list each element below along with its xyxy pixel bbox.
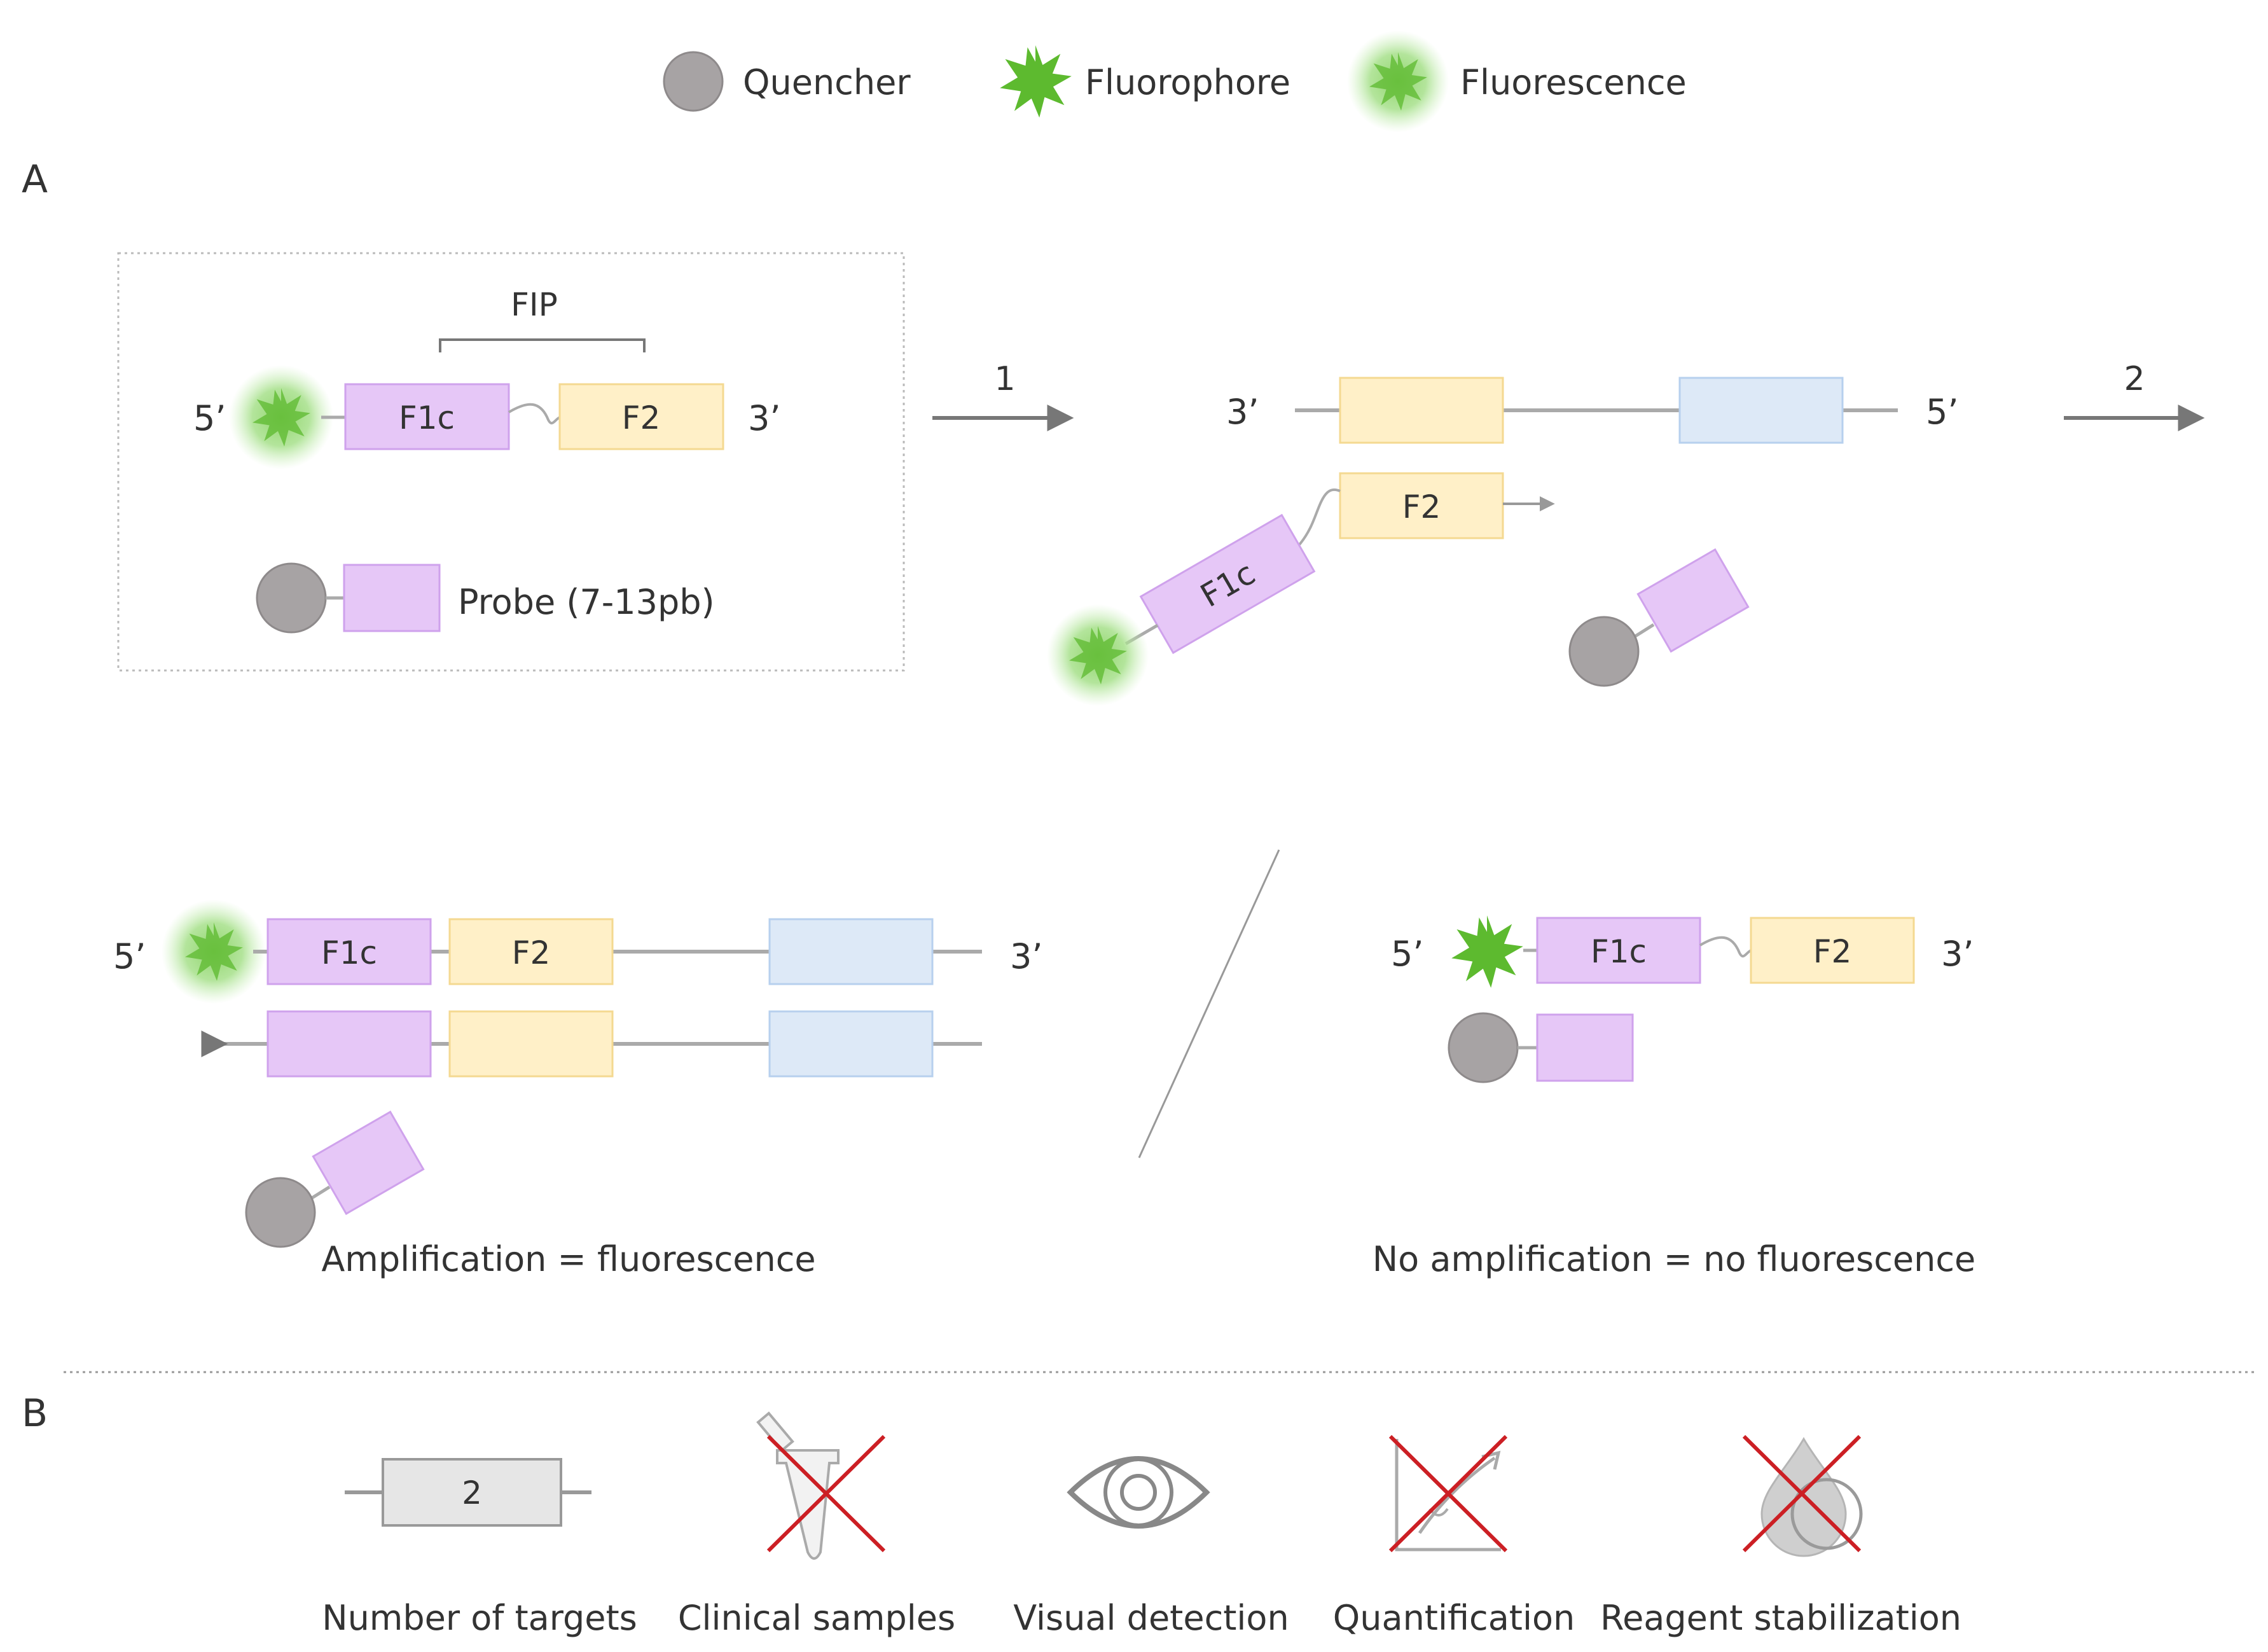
- positive-lower-yellow-box: [448, 1010, 614, 1078]
- bound-f2-box: [1339, 472, 1504, 539]
- positive-f2-label: F2: [512, 934, 551, 971]
- fluorophore-legend-icon: [1000, 45, 1072, 118]
- fip-bracket: [439, 338, 646, 352]
- negative-five-prime: 5’: [1391, 934, 1424, 974]
- negative-quencher-icon: [1448, 1012, 1519, 1083]
- negative-f2-label: F2: [1813, 933, 1852, 970]
- targets-feature: 2: [345, 1458, 591, 1527]
- negative-caption: No amplification = no fluorescence: [1373, 1239, 1976, 1279]
- quencher-legend-icon: [663, 51, 724, 112]
- section-b-label: B: [22, 1391, 48, 1436]
- box-three-prime: 3’: [748, 398, 781, 438]
- f1c-label: F1c: [399, 399, 455, 436]
- negative-f1c-box: [1536, 917, 1701, 984]
- feature-label-visual: Visual detection: [1013, 1598, 1289, 1638]
- step-2-number: 2: [2124, 360, 2145, 398]
- reagent-stabilization-cross-icon: [1742, 1434, 1862, 1553]
- positive-free-probe: [312, 1110, 425, 1216]
- quantification-feature: [1388, 1434, 1508, 1553]
- fip-label: FIP: [511, 286, 558, 323]
- positive-f1c-box: [266, 918, 432, 985]
- negative-linker: [1699, 936, 1752, 958]
- feature-label-quantification: Quantification: [1333, 1598, 1575, 1638]
- reagent-stabilization-feature: [1742, 1434, 1863, 1557]
- positive-caption: Amplification = fluorescence: [321, 1239, 815, 1279]
- step1-three-prime: 3’: [1226, 392, 1259, 432]
- f1c-box: [344, 383, 510, 450]
- tilted-f1c: F1c: [1139, 513, 1316, 655]
- step-1-number: 1: [994, 360, 1015, 398]
- fluorescent-fluorophore-icon: [229, 365, 333, 469]
- linker: [508, 403, 561, 425]
- template-f2c-box: [1339, 377, 1504, 444]
- positive-lower-purple-box: [266, 1010, 432, 1078]
- negative-f2-box: [1750, 917, 1915, 984]
- positive-five-prime: 5’: [113, 936, 146, 976]
- clinical-samples-cross-icon: [766, 1434, 886, 1553]
- feature-label-targets: Number of targets: [322, 1598, 637, 1638]
- section-a-label: A: [22, 157, 48, 202]
- legend-fluorophore-label: Fluorophore: [1085, 62, 1290, 102]
- probe-box: [343, 564, 441, 632]
- feature-label-clinical: Clinical samples: [678, 1598, 955, 1638]
- step-1-arrow: 1: [932, 360, 1074, 431]
- fip-probe-box: FIP 5’ F1c F2 3’ Probe (7-13pb): [117, 252, 905, 672]
- step-1-scene: 3’ 5’ F2 F1c: [1047, 377, 1959, 706]
- positive-outcome: 5’ F1c F2 3’ Amplification = fluorescenc…: [113, 899, 1043, 1279]
- step1-fluorescent-fluorophore-icon: [1047, 604, 1149, 706]
- template-blue-box: [1678, 377, 1844, 444]
- graph-icon: [1395, 1439, 1501, 1551]
- f2-box: [558, 383, 724, 450]
- positive-lower-blue-box: [768, 1010, 934, 1078]
- clinical-samples-feature: [756, 1411, 886, 1560]
- positive-f2-box: [448, 918, 614, 985]
- step1-five-prime: 5’: [1926, 392, 1959, 432]
- quantification-cross-icon: [1388, 1434, 1508, 1553]
- outcome-divider: [1138, 849, 1280, 1158]
- box-five-prime: 5’: [193, 398, 226, 438]
- f2-label: F2: [622, 399, 661, 436]
- probe-quencher-icon: [256, 562, 327, 634]
- legend: Quencher Fluorophore Fluorescence: [663, 31, 1687, 132]
- feature-label-reagent: Reagent stabilization: [1600, 1598, 1961, 1638]
- target-box-icon: [382, 1458, 562, 1527]
- positive-fluorescent-fluorophore-icon: [162, 899, 266, 1004]
- fluorescence-legend-icon: [1347, 31, 1449, 132]
- positive-f1c-label: F1c: [321, 934, 377, 971]
- positive-three-prime: 3’: [1010, 936, 1043, 976]
- eye-icon: [1067, 1456, 1210, 1529]
- probe-label: Probe (7-13pb): [458, 582, 715, 622]
- bound-f2-label: F2: [1402, 489, 1441, 525]
- released-quencher-icon: [1568, 616, 1640, 687]
- negative-three-prime: 3’: [1941, 934, 1974, 974]
- positive-free-quencher-icon: [245, 1177, 316, 1248]
- legend-quencher-label: Quencher: [743, 62, 911, 102]
- tube-icon: [756, 1411, 840, 1560]
- negative-f1c-label: F1c: [1591, 933, 1647, 970]
- legend-fluorescence-label: Fluorescence: [1460, 62, 1687, 102]
- negative-probe-box: [1536, 1013, 1634, 1082]
- negative-outcome: 5’ F1c F2 3’ No amplification = no fluor…: [1373, 915, 1976, 1279]
- step-2-arrow: 2: [2064, 360, 2205, 431]
- released-probe: [1636, 548, 1750, 653]
- negative-fluorophore-icon: [1451, 915, 1523, 988]
- targets-value: 2: [462, 1475, 482, 1511]
- positive-blue-box: [768, 918, 934, 985]
